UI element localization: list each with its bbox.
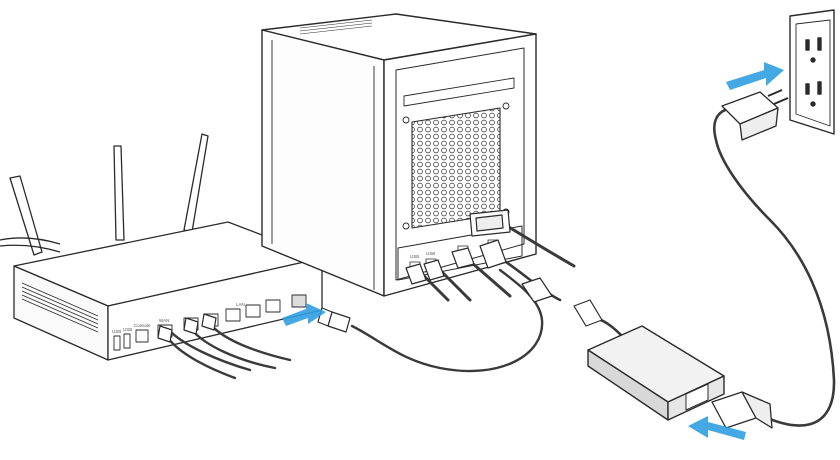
router-wan-label: WAN	[159, 318, 169, 323]
ferrite-bead-2	[573, 299, 603, 327]
router-usb-label-2: USB	[123, 327, 132, 332]
power-adapter	[587, 325, 725, 421]
router-lan-cable	[190, 328, 277, 370]
router-lan-port-6[interactable]	[291, 294, 307, 308]
nas-usb-label-2: USB	[426, 251, 435, 256]
connectors	[157, 209, 603, 343]
router-lan-label: LAN	[236, 302, 245, 307]
router-usb-port-1[interactable]	[113, 335, 121, 351]
router-console-label: Console	[134, 323, 151, 328]
arrow-right-icon	[726, 62, 784, 90]
router-lan-port-5[interactable]	[265, 299, 281, 313]
ferrite-bead-1	[521, 277, 553, 303]
router-console-port[interactable]	[135, 329, 149, 343]
router-usb-label-1: USB	[112, 329, 121, 334]
adapter-ac-inlet[interactable]	[685, 383, 709, 411]
router-antenna-right	[183, 133, 209, 233]
router-lan-port-3[interactable]	[225, 308, 241, 322]
nas-usb-label-1: USB	[410, 254, 419, 259]
fan-grille	[411, 107, 501, 229]
outlet-slot-upper-right[interactable]	[817, 37, 822, 51]
router-usb-port-2[interactable]	[123, 333, 131, 349]
outlet-slot-lower-right[interactable]	[817, 81, 822, 95]
router-antenna-left	[9, 175, 43, 256]
arrow-left-icon	[688, 416, 746, 440]
outlet-slot-upper-left[interactable]	[805, 39, 810, 51]
ac-power-cord	[713, 106, 836, 427]
wall-plug	[721, 89, 789, 141]
nas-top-grip	[299, 19, 373, 35]
arrow-right-icon	[282, 303, 326, 326]
router-lan-port-4[interactable]	[245, 304, 261, 318]
router-vents	[21, 282, 99, 333]
ac-connector-adapter	[711, 391, 773, 429]
nas-power-plug	[479, 239, 507, 269]
outlet-slot-lower-left[interactable]	[805, 83, 810, 95]
wall-outlet	[789, 9, 835, 135]
router-antenna-center	[113, 145, 125, 241]
